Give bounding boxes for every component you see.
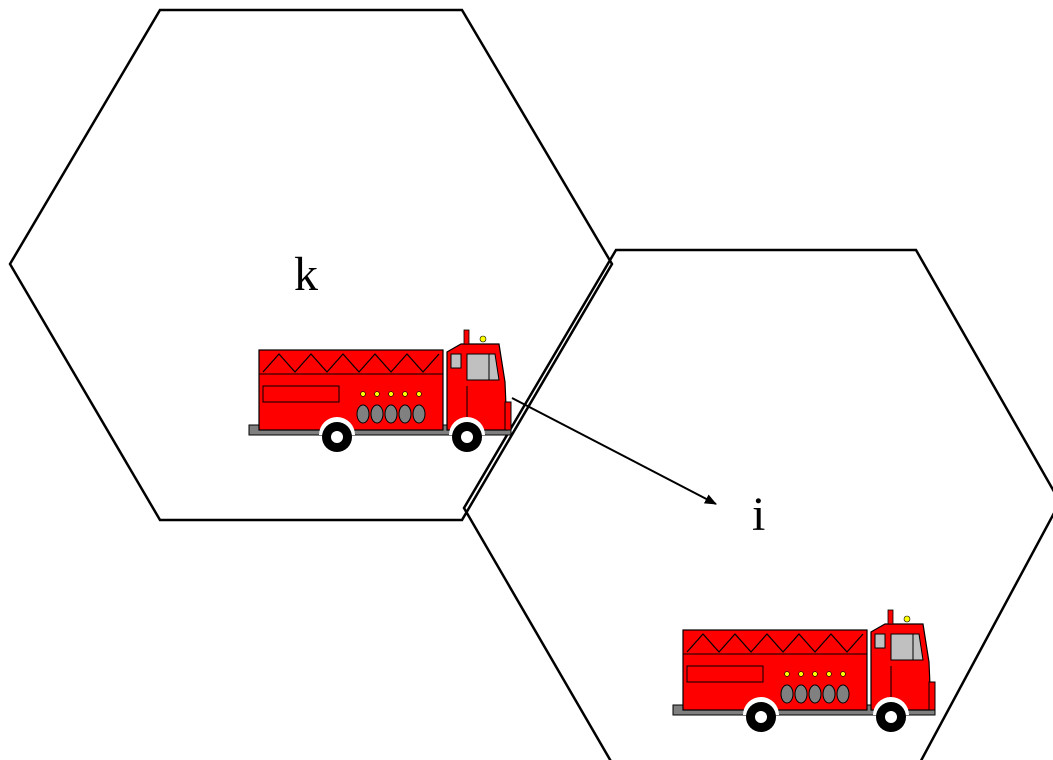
cell-label-k: k	[294, 248, 318, 301]
hexagon-cell-k	[8, 8, 614, 522]
cell-label-i: i	[752, 488, 765, 541]
fire-truck-icon	[248, 329, 512, 453]
handoff-arrow	[511, 397, 717, 505]
hexagon-cell-i	[462, 248, 1053, 760]
fire-truck-icon	[672, 609, 936, 733]
